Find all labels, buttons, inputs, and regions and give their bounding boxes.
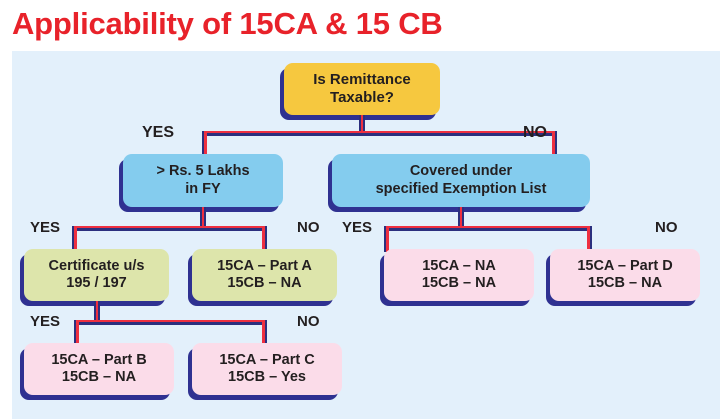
node-above-five-lakhs[interactable]: > Rs. 5 Lakhs in FY: [123, 154, 283, 207]
branch-label-level2-left-yes: YES: [30, 219, 61, 236]
connector-right-stem: [458, 207, 464, 228]
node-line-2: in FY: [185, 180, 221, 197]
connector-level1-drop-right: [552, 131, 557, 157]
connector-level1-drop-left: [202, 131, 207, 157]
node-covered-under-exemption-list[interactable]: Covered under specified Exemption List: [332, 154, 590, 207]
page-title: Applicability of 15CA & 15 CB: [12, 6, 443, 41]
connector-level3-stem: [94, 301, 100, 322]
node-15ca-na[interactable]: 15CA – NA 15CB – NA: [384, 249, 534, 301]
connector-level3-drop-yes: [74, 320, 79, 346]
branch-label-level1-yes: YES: [142, 124, 175, 141]
connector-right-drop-yes: [384, 226, 389, 252]
connector-left-bus: [72, 226, 267, 231]
node-line-1: Covered under: [409, 163, 513, 180]
connector-level3-bus: [74, 320, 267, 325]
node-line-1: Is Remittance: [313, 71, 411, 89]
node-15ca-part-c[interactable]: 15CA – Part C 15CB – Yes: [192, 343, 342, 395]
branch-label-level1-no: NO: [523, 124, 547, 141]
node-line-1: 15CA – Part A: [217, 257, 312, 274]
node-line-1: 15CA – Part B: [51, 351, 147, 368]
node-line-1: 15CA – Part D: [577, 257, 673, 274]
node-line-1: Certificate u/s: [48, 257, 145, 274]
connector-level1-bus: [202, 131, 557, 136]
branch-label-level3-no: NO: [297, 313, 320, 330]
node-line-2: 15CB – NA: [61, 369, 137, 385]
node-line-2: 15CB – NA: [227, 275, 302, 291]
node-line-2: 15CB – NA: [587, 275, 663, 291]
node-line-1: > Rs. 5 Lakhs: [156, 163, 250, 180]
connector-left-stem: [200, 207, 206, 228]
connector-right-bus: [384, 226, 592, 231]
branch-label-level3-yes: YES: [30, 313, 61, 330]
node-line-2: 15CB – Yes: [228, 369, 306, 385]
branch-label-level2-left-no: NO: [297, 219, 320, 236]
node-line-1: 15CA – NA: [422, 257, 496, 274]
diagram-canvas: Is Remittance Taxable? YES NO > Rs. 5 La…: [12, 51, 720, 419]
node-line-2: Taxable?: [330, 89, 394, 106]
node-15ca-part-b[interactable]: 15CA – Part B 15CB – NA: [24, 343, 174, 395]
node-line-2: 15CB – NA: [421, 275, 497, 291]
connector-root-stem: [359, 115, 365, 133]
connector-right-drop-no: [587, 226, 592, 252]
node-15ca-part-d[interactable]: 15CA – Part D 15CB – NA: [550, 249, 700, 301]
node-line-1: 15CA – Part C: [219, 351, 315, 368]
connector-level3-drop-no: [262, 320, 267, 346]
branch-label-level2-right-yes: YES: [342, 219, 373, 236]
node-is-remittance-taxable[interactable]: Is Remittance Taxable?: [284, 63, 440, 115]
connector-left-drop-no: [262, 226, 267, 252]
branch-label-level2-right-no: NO: [655, 219, 678, 236]
node-15ca-part-a[interactable]: 15CA – Part A 15CB – NA: [192, 249, 337, 301]
node-line-2: 195 / 197: [66, 275, 127, 291]
connector-left-drop-yes: [72, 226, 77, 252]
node-line-2: specified Exemption List: [375, 180, 547, 197]
node-certificate-us-195-197[interactable]: Certificate u/s 195 / 197: [24, 249, 169, 301]
